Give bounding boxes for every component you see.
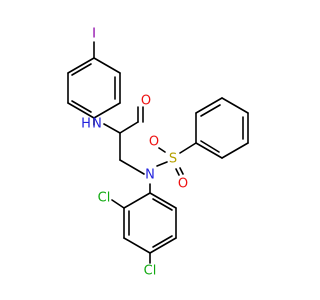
bond-c-cl-ortho	[111, 199, 125, 209]
bonds	[67, 41, 249, 264]
structure-canvas: I N H O N S O O Cl Cl	[67, 27, 249, 279]
bond-n-carbonyl	[103, 123, 121, 134]
amide-nitrogen-label: N	[92, 117, 102, 132]
molecule-drawing: I N H O N S O O Cl Cl	[67, 27, 249, 279]
chlorine-ortho-label: Cl	[98, 191, 111, 206]
bond-s-phenyl	[179, 142, 197, 154]
dichlorophenyl-ring	[123, 192, 177, 254]
phenyl-ring	[195, 97, 249, 159]
chlorine-para-label: Cl	[144, 264, 157, 279]
iodophenyl-ring	[67, 57, 121, 119]
amide-hydrogen-label: H	[81, 117, 91, 132]
sulfonamide-nitrogen-label: N	[145, 168, 155, 183]
sulfonyl-oxygen-lower-label: O	[178, 177, 188, 192]
iodine-label: I	[92, 27, 96, 42]
sulfonyl-oxygen-upper-label: O	[149, 135, 159, 150]
sulfur-label: S	[169, 152, 177, 167]
atom-labels: I N H O N S O O Cl Cl	[81, 27, 188, 279]
bond-n-s	[156, 161, 168, 167]
carbonyl-oxygen-label: O	[141, 94, 151, 109]
